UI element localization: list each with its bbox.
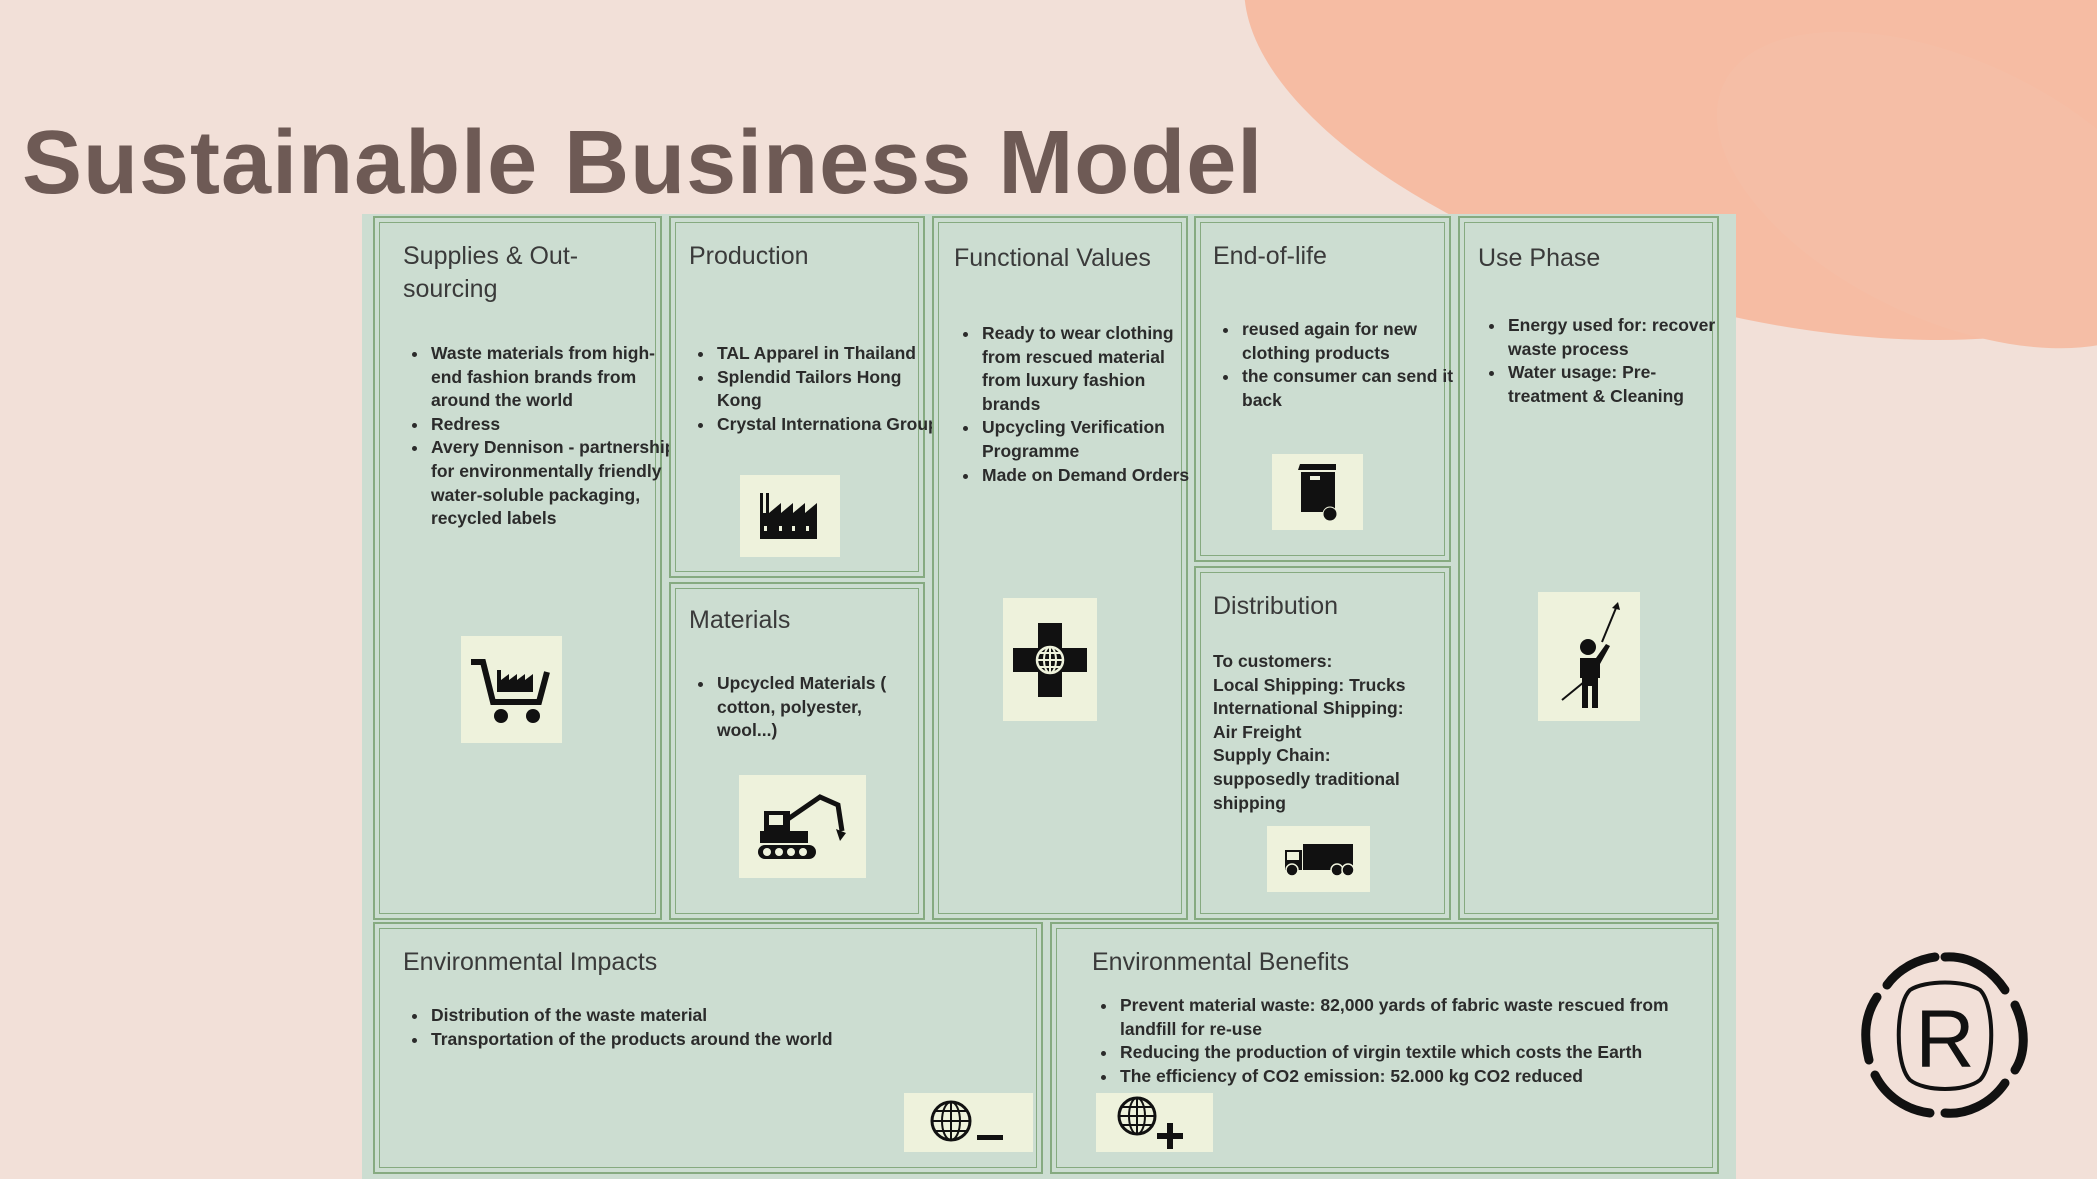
globe-minus-icon <box>904 1093 1033 1152</box>
medical-cross-globe-icon <box>1003 598 1097 721</box>
page-title: Sustainable Business Model <box>22 113 1264 213</box>
truck-icon <box>1267 826 1370 892</box>
list-item: Transportation of the products around th… <box>429 1028 1029 1052</box>
list-item: Prevent material waste: 82,000 yards of … <box>1118 994 1718 1041</box>
person-cleaning-icon <box>1538 592 1640 721</box>
bullet-list: Ready to wear clothing from rescued mate… <box>960 322 1200 487</box>
panel-heading: Supplies & Out- sourcing <box>403 242 579 303</box>
panel-distribution: Distribution To customers: Local Shipping:… <box>1194 566 1451 920</box>
logo-letter: R <box>1915 994 1974 1085</box>
panel-usephase: Use PhaseEnergy used for: recover waste … <box>1458 216 1719 920</box>
panel-benefits: Environmental BenefitsPrevent material w… <box>1050 922 1719 1174</box>
bullet-list: Prevent material waste: 82,000 yards of … <box>1098 994 1718 1088</box>
list-item: Ready to wear clothing from rescued mate… <box>980 322 1200 416</box>
panel-functional: Functional ValuesReady to wear clothing … <box>932 216 1189 920</box>
list-item: Upcycled Materials ( cotton, polyester, … <box>715 672 925 743</box>
panel-materials: MaterialsUpcycled Materials ( cotton, po… <box>669 582 925 920</box>
list-item: Reducing the production of virgin textil… <box>1118 1041 1718 1065</box>
bullet-list: Upcycled Materials ( cotton, polyester, … <box>695 672 925 743</box>
bullet-list: Distribution of the waste materialTransp… <box>409 1004 1029 1051</box>
text-line: shipping <box>1213 792 1286 813</box>
panel-heading: Production <box>689 242 809 270</box>
text-line: To customers: <box>1213 651 1333 671</box>
text-line: Local Shipping: Trucks <box>1213 674 1406 695</box>
list-item: reused again for new clothing products <box>1240 318 1475 365</box>
list-item: Crystal Internationa Group <box>715 413 950 437</box>
list-item: TAL Apparel in Thailand <box>715 342 950 366</box>
r-logo-icon: R <box>1861 952 2028 1118</box>
list-item: Waste materials from high-end fashion br… <box>429 342 679 413</box>
panel-heading: Environmental Impacts <box>403 948 658 976</box>
list-item: Upcycling Verification Programme <box>980 416 1200 463</box>
list-item: Water usage: Pre-treatment & Cleaning <box>1506 361 1726 408</box>
text-line: Air Freight <box>1213 721 1302 742</box>
panel-heading: Functional Values <box>954 244 1151 272</box>
bullet-list: Waste materials from high-end fashion br… <box>409 342 679 531</box>
bullet-list: TAL Apparel in ThailandSplendid Tailors … <box>695 342 950 436</box>
panel-heading: Materials <box>689 606 791 634</box>
excavator-icon <box>739 775 866 878</box>
list-item: Distribution of the waste material <box>429 1004 1029 1028</box>
panel-heading: Environmental Benefits <box>1092 948 1350 976</box>
panel-endoflife: End-of-lifereused again for new clothing… <box>1194 216 1453 562</box>
text-line: supposedly traditional <box>1213 768 1400 789</box>
panel-heading: Use Phase <box>1478 244 1601 272</box>
list-item: Avery Dennison - partnership for environ… <box>429 436 679 530</box>
list-item: The efficiency of CO2 emission: 52.000 k… <box>1118 1065 1718 1089</box>
panel-production: ProductionTAL Apparel in ThailandSplendi… <box>669 216 939 578</box>
list-item: Made on Demand Orders <box>980 464 1200 488</box>
shopping-cart-factory-icon <box>461 636 562 743</box>
panel-heading: Distribution <box>1213 592 1339 620</box>
bullet-list: reused again for new clothing productsth… <box>1220 318 1475 412</box>
factory-icon <box>740 475 840 557</box>
text-line: International Shipping: <box>1213 698 1404 719</box>
wheelie-bin-icon <box>1272 454 1363 530</box>
panel-impacts: Environmental ImpactsDistribution of the… <box>373 922 1043 1174</box>
list-item: the consumer can send it back <box>1240 365 1475 412</box>
list-item: Redress <box>429 413 679 437</box>
list-item: Energy used for: recover waste process <box>1506 314 1726 361</box>
bullet-list: Energy used for: recover waste processWa… <box>1486 314 1726 408</box>
list-item: Splendid Tailors Hong Kong <box>715 366 950 413</box>
panel-heading: End-of-life <box>1213 242 1327 270</box>
text-line: Supply Chain: <box>1213 745 1331 766</box>
globe-plus-icon <box>1096 1093 1213 1152</box>
panel-supplies: Supplies & Out- sourcingWaste materials … <box>373 216 675 920</box>
